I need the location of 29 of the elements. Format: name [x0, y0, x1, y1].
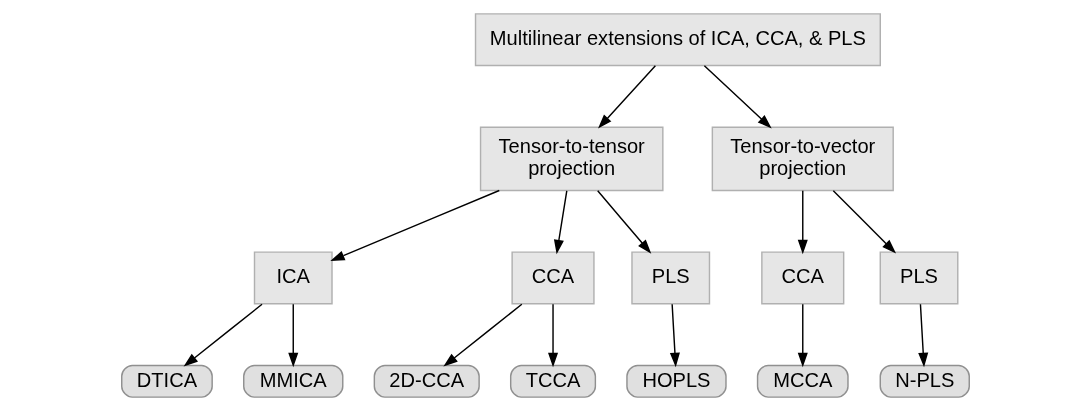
arrow [669, 303, 680, 368]
node-box: HOPLS [625, 364, 727, 398]
node-box: PLS [630, 251, 710, 305]
node-box: Multilinear extensions of ICA, CCA, & PLS [474, 13, 881, 67]
node-box: DTICA [120, 364, 213, 398]
node-box: 2D-CCA [373, 364, 480, 398]
node-box: MCCA [756, 364, 849, 398]
node-box: Tensor-to-vector projection [711, 126, 894, 192]
node-box: PLS [879, 251, 958, 305]
node-box: ICA [253, 251, 333, 305]
arrow [797, 190, 808, 255]
node-box: CCA [510, 251, 595, 305]
arrow [547, 303, 558, 368]
arrow [797, 303, 808, 368]
arrow [703, 65, 772, 129]
arrow [596, 190, 651, 254]
node-box: MMICA [242, 364, 343, 398]
arrow [287, 303, 298, 368]
arrow [917, 303, 928, 368]
node-box: TCCA [509, 364, 596, 398]
arrow [597, 65, 656, 129]
node-box: Tensor-to-tensor projection [479, 126, 664, 192]
arrow [183, 303, 263, 367]
arrow [553, 190, 567, 255]
arrow [329, 189, 500, 262]
arrow [442, 303, 523, 367]
arrow [832, 190, 896, 254]
node-box: N-PLS [879, 364, 970, 398]
node-box: CCA [760, 251, 844, 305]
